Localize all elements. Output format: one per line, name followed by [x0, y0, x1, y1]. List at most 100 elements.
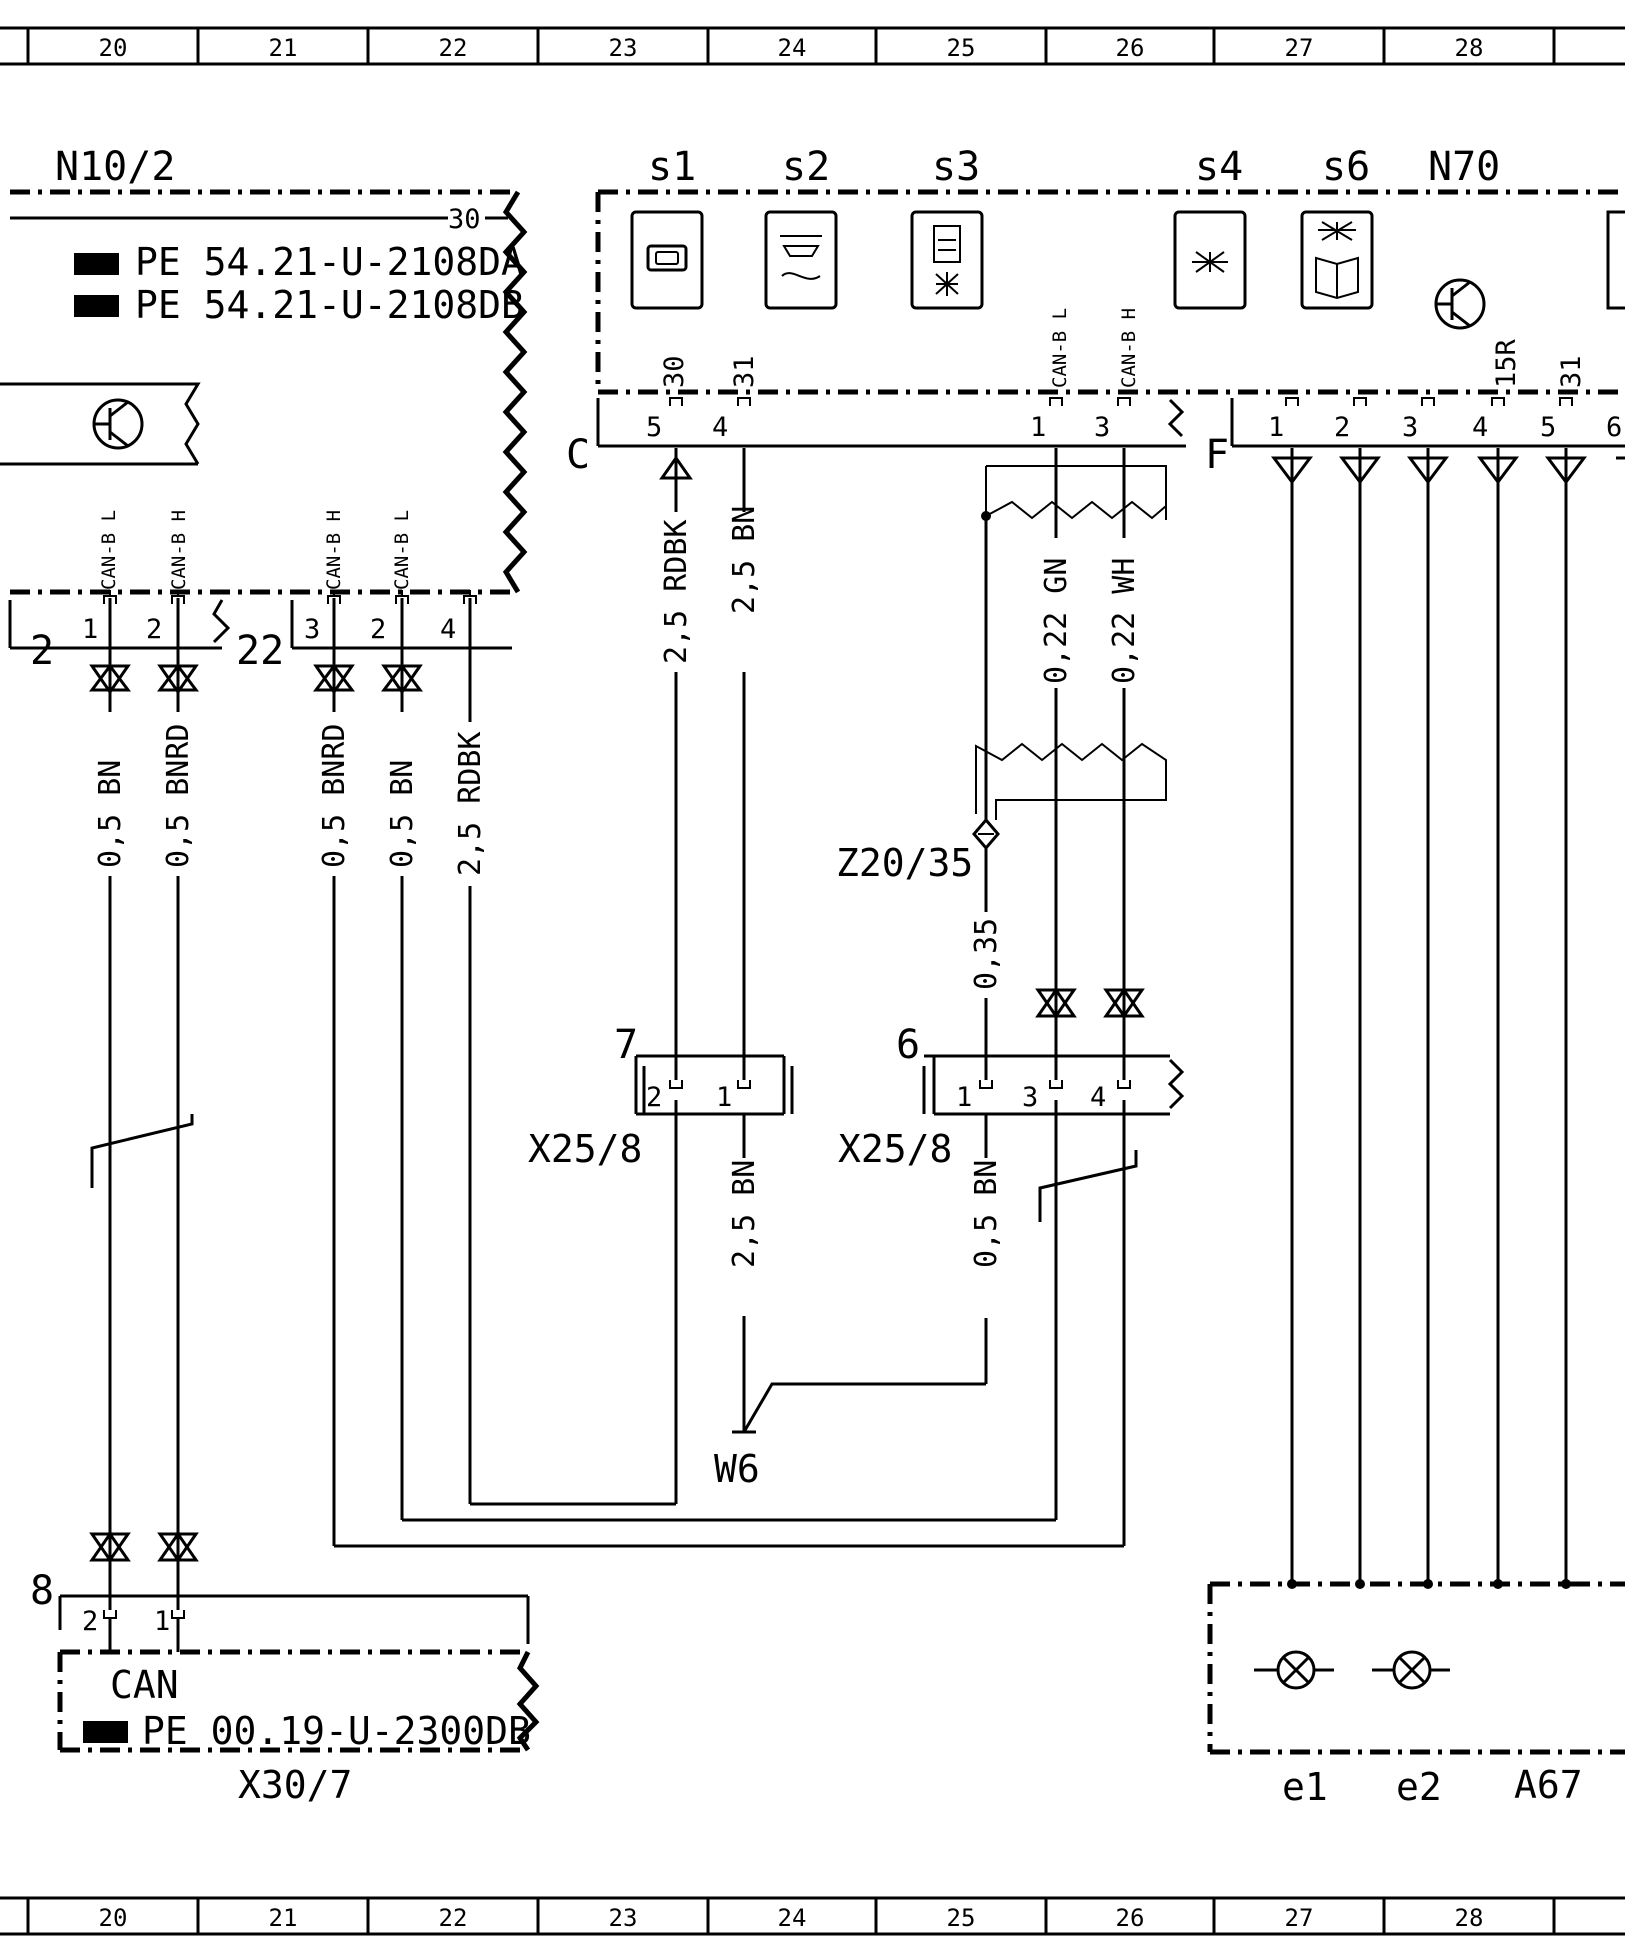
transistor-icon	[1434, 278, 1486, 330]
col-label-21: 21	[269, 34, 298, 62]
col-label-27-bottom: 27	[1285, 1904, 1314, 1932]
n10-can-b-l-right: CAN-B L	[391, 510, 413, 590]
switch-s2-label: s2	[782, 144, 830, 190]
n10-connector-2: 2	[30, 628, 54, 674]
wire-0-5-bnrd-left: 0,5 BNRD	[161, 724, 196, 869]
col-label-20-bottom: 20	[99, 1904, 128, 1932]
module-n10-2: N10/2 30 PE 54.21-U-2108DA PE 54.21-U-21…	[0, 144, 528, 674]
n10-pin-3: 3	[304, 614, 320, 645]
wire-0-22-wh: 0,22 WH	[1107, 558, 1142, 684]
x30-7-id: 8	[30, 1568, 54, 1614]
col-label-20: 20	[99, 34, 128, 62]
column-grid-bottom: 20 21 22 23 24 25 26 27 28	[0, 1896, 1625, 1936]
f-pin-3: 3	[1402, 412, 1418, 443]
wire-0-35: 0,35	[969, 918, 1004, 990]
col-label-24: 24	[778, 34, 807, 62]
wire-2-5-bn-lower: 2,5 BN	[727, 1160, 762, 1268]
n70-terminal-30: 30	[659, 355, 690, 388]
x25-a-pin-2: 2	[646, 1082, 662, 1113]
f-pin-2: 2	[1334, 412, 1350, 443]
c-pin-3: 3	[1094, 412, 1110, 443]
n70-label: N70	[1428, 144, 1500, 190]
col-label-28: 28	[1455, 34, 1484, 62]
reading-lamp-icon	[1173, 210, 1247, 310]
switch-icon	[630, 210, 704, 310]
n10-can-b-l-left: CAN-B L	[98, 510, 120, 590]
n70-terminal-15r: 15R	[1491, 338, 1522, 388]
switch-s6-label: s6	[1322, 144, 1370, 190]
col-label-22-bottom: 22	[439, 1904, 468, 1932]
ground-w6-label: W6	[714, 1447, 760, 1491]
x25-8-a-label: X25/8	[528, 1127, 642, 1171]
n10-can-b-h-right: CAN-B H	[323, 510, 345, 590]
wires-can-left: 0,5 BN 0,5 BNRD	[89, 598, 199, 1610]
f-pin-5: 5	[1540, 412, 1556, 443]
n10-pin-2b: 2	[370, 614, 386, 645]
n10-pin-1: 1	[82, 614, 98, 645]
wires-connector-f	[1271, 448, 1625, 1584]
switch-s4-label: s4	[1195, 144, 1243, 190]
x25-8-b-label: X25/8	[838, 1127, 952, 1171]
connector-c-label: C	[566, 432, 590, 478]
wire-2-5-bn-upper: 2,5 BN	[727, 506, 762, 614]
wire-2-5-rdbk: 2,5 RDBK	[659, 520, 694, 665]
x30-pin-1: 1	[154, 1606, 170, 1637]
wire-0-5-bnrd-right: 0,5 BNRD	[317, 724, 352, 869]
col-label-22: 22	[439, 34, 468, 62]
x30-pin-2: 2	[82, 1606, 98, 1637]
splice-icon	[972, 817, 1000, 851]
col-label-28-bottom: 28	[1455, 1904, 1484, 1932]
wire-0-22-gn: 0,22 GN	[1039, 558, 1074, 684]
f-pin-6: 6	[1606, 412, 1622, 443]
n10-terminal-30: 30	[448, 204, 481, 235]
n70-terminal-31-f: 31	[1556, 355, 1587, 388]
column-grid-top: 20 21 22 23 24 25 26 27 28	[0, 26, 1625, 66]
map-light-icon	[1300, 210, 1374, 310]
interior-light-icon	[910, 210, 984, 310]
col-label-24-bottom: 24	[778, 1904, 807, 1932]
col-label-23-bottom: 23	[609, 1904, 638, 1932]
x25-8-b-id: 6	[896, 1022, 920, 1068]
x25-8-a-id: 7	[614, 1022, 638, 1068]
n70-can-b-l: CAN-B L	[1049, 308, 1071, 388]
col-label-23: 23	[609, 34, 638, 62]
lamp-icon	[1254, 1650, 1334, 1690]
n10-2-label: N10/2	[55, 144, 175, 190]
can-label: CAN	[110, 1663, 179, 1707]
x25-b-pin-4: 4	[1090, 1082, 1106, 1113]
wires-connector-c: 2,5 RDBK 2,5 BN 0,22 GN 0,22 WH Z20/35 0…	[659, 448, 1167, 1080]
pointer-hand-icon	[74, 295, 119, 317]
col-label-27: 27	[1285, 34, 1314, 62]
n70-terminal-31: 31	[729, 355, 760, 388]
wires-n10-right: 0,5 BNRD 0,5 BN 2,5 RDBK	[313, 598, 1126, 1548]
module-n70: s1 s2 s3 s4 s6 N70	[566, 144, 1625, 478]
c-pin-4: 4	[712, 412, 728, 443]
switch-s3-label: s3	[932, 144, 980, 190]
connector-f-label: F	[1205, 432, 1229, 478]
wire-0-5-bn-lower: 0,5 BN	[969, 1160, 1004, 1268]
col-label-21-bottom: 21	[269, 1904, 298, 1932]
ref-pe-2300db: PE 00.19-U-2300DB	[142, 1709, 531, 1753]
x25-a-pin-1: 1	[716, 1082, 732, 1113]
n10-pin-2: 2	[146, 614, 162, 645]
a67-label: A67	[1514, 1763, 1583, 1807]
f-pin-1: 1	[1268, 412, 1284, 443]
x25-b-pin-1: 1	[956, 1082, 972, 1113]
ref-pe-2108db: PE 54.21-U-2108DB	[135, 283, 524, 327]
col-label-26: 26	[1116, 34, 1145, 62]
module-a67: e1 e2 A67	[1207, 1579, 1625, 1809]
c-pin-5: 5	[646, 412, 662, 443]
n10-can-b-h-left: CAN-B H	[168, 510, 190, 590]
lamp-icon	[1372, 1650, 1450, 1690]
pointer-hand-icon	[83, 1721, 128, 1743]
switch-s1-label: s1	[648, 144, 696, 190]
f-pin-4: 4	[1472, 412, 1488, 443]
col-label-25: 25	[947, 34, 976, 62]
pin-terminals	[103, 397, 1573, 1652]
col-label-26-bottom: 26	[1116, 1904, 1145, 1932]
lamp-e2-label: e2	[1396, 1765, 1442, 1809]
car-roof-icon	[764, 210, 838, 310]
n10-pin-4: 4	[440, 614, 456, 645]
n70-can-b-h: CAN-B H	[1118, 308, 1140, 388]
